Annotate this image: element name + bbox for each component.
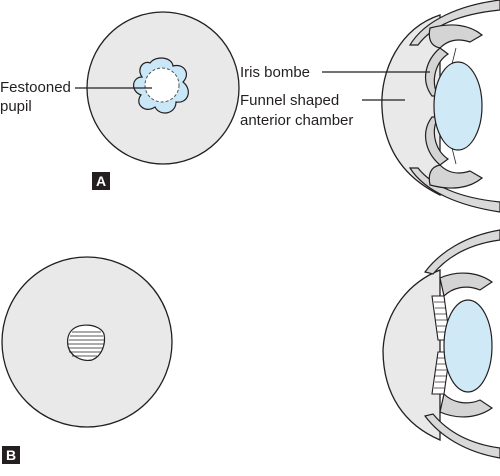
lens-b (443, 299, 493, 393)
panel-letter-a: A (96, 173, 106, 189)
festooned-pupil-label-line1: Festooned (0, 79, 71, 96)
occluded-pupil-hatching (68, 331, 104, 357)
occluded-pupil (67, 324, 106, 361)
funnel-chamber-label-line1: Funnel shaped (240, 92, 339, 109)
lens-a (433, 61, 483, 151)
festooned-pupil (144, 67, 180, 103)
zonule-a-2 (451, 147, 457, 165)
panel-letter-a-box (92, 172, 110, 190)
panel-letter-b: B (6, 447, 16, 463)
iris-bombe-label: Iris bombe (240, 64, 310, 81)
ciliary-body-upper-a (428, 24, 484, 49)
festooned-pupil-label-line2: pupil (0, 98, 32, 115)
ciliary-body-upper-b (439, 272, 494, 298)
panel-letter-b-box (2, 446, 20, 464)
funnel-chamber-label-line2: anterior chamber (240, 112, 353, 129)
sclera-cornea-a (408, 0, 500, 46)
sclera-cornea-a-lower (408, 167, 500, 213)
zonule-a-1 (451, 47, 457, 65)
ciliary-body-lower-b (439, 392, 494, 418)
sclera-cornea-b-lower (423, 413, 500, 459)
sclera-cornea-b-upper (423, 229, 500, 275)
globe-section-a (381, 14, 441, 197)
panel-a: Festooned pupil Iris bombe Funnel sha (0, 0, 500, 213)
globe-section-b (382, 269, 441, 441)
ciliary-body-lower-a (428, 164, 484, 189)
eye-side-section-a (381, 0, 500, 213)
panel-b: B (1, 229, 500, 464)
eye-side-section-b (382, 229, 500, 459)
